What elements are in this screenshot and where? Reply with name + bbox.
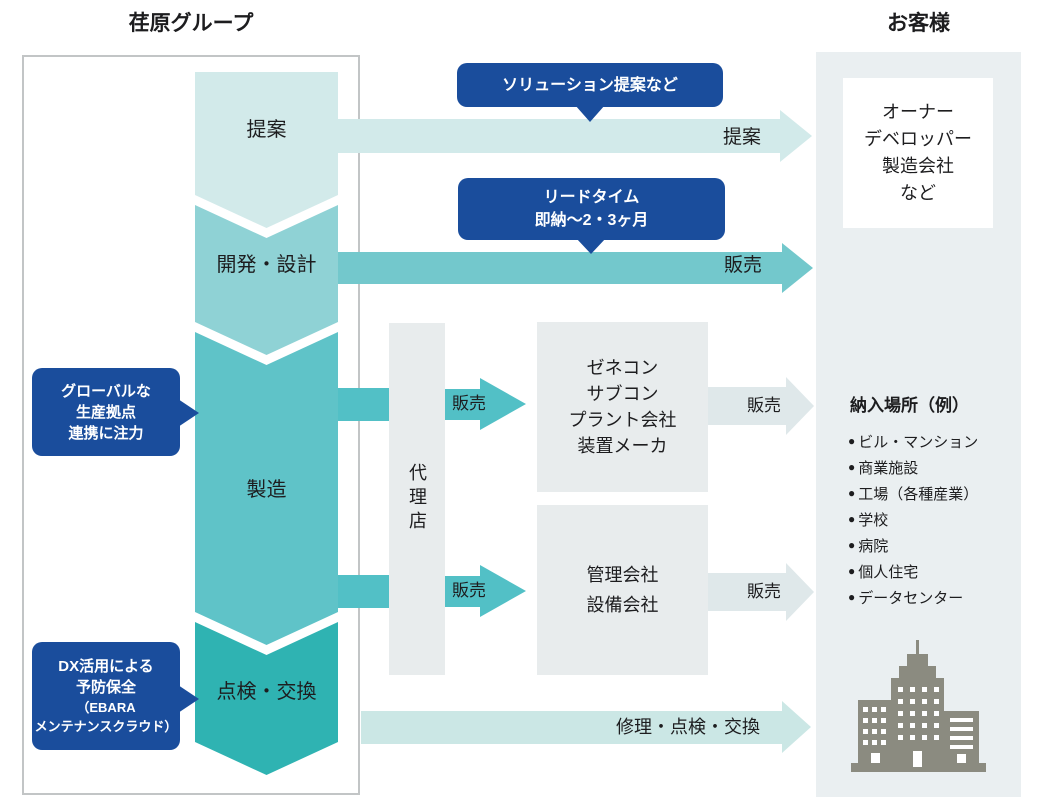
- delivery-item-label: 商業施設: [858, 459, 919, 477]
- solution-callout-pointer: [575, 105, 605, 122]
- delivery-item-label: 個人住宅: [858, 563, 919, 581]
- owner-box: オーナー デベロッパー 製造会社 など: [843, 78, 993, 228]
- delivery-item-label: 病院: [858, 537, 889, 555]
- bullet-icon: ●: [848, 460, 856, 474]
- dx-callout-line1: DX活用による: [58, 658, 154, 675]
- sales-agency-top-arrow: [445, 378, 526, 430]
- contractor-line1: ゼネコン: [586, 358, 659, 378]
- contractor-line4: 装置メーカ: [577, 436, 668, 456]
- delivery-item: ● データセンター: [848, 584, 978, 610]
- proposal-arrow-label: 提案: [722, 127, 761, 148]
- group-title-ebara: 荏原グループ: [128, 12, 254, 35]
- global-callout: グローバルな 生産拠点 連携に注力: [32, 368, 180, 456]
- process-chevron-inspection: [195, 622, 338, 775]
- sales-customer-top-label: 販売: [747, 396, 781, 415]
- agency-label: 代理店: [407, 463, 427, 535]
- step-label-inspection: 点検・交換: [216, 681, 317, 703]
- process-chevron-development: [195, 205, 338, 355]
- bullet-icon: ●: [848, 434, 856, 448]
- sales-customer-bottom-label: 販売: [747, 582, 781, 601]
- delivery-item: ● ビル・マンション: [848, 428, 978, 454]
- management-line2: 設備会社: [586, 595, 659, 615]
- delivery-item: ● 病院: [848, 532, 978, 558]
- delivery-item-label: 学校: [858, 511, 889, 529]
- delivery-item-label: データセンター: [858, 589, 964, 607]
- management-box: 管理会社 設備会社: [537, 505, 708, 675]
- owner-line3: 製造会社: [882, 156, 954, 176]
- bullet-icon: ●: [848, 538, 856, 552]
- solution-callout: ソリューション提案など: [457, 63, 723, 107]
- leadtime-callout: リードタイム 即納〜2・3ヶ月: [458, 178, 725, 240]
- manufacturing-connector-top: [338, 388, 389, 421]
- solution-callout-text: ソリューション提案など: [502, 76, 678, 94]
- leadtime-callout-line1: リードタイム: [543, 189, 640, 206]
- group-title-customer: お客様: [887, 12, 950, 35]
- delivery-item: ● 工場（各種産業）: [848, 480, 978, 506]
- building-icon: [851, 640, 986, 772]
- sales-agency-top-label: 販売: [452, 394, 486, 413]
- step-label-proposal: 提案: [246, 119, 287, 141]
- contractor-line3: プラント会社: [568, 410, 677, 430]
- step-label-development: 開発・設計: [216, 254, 317, 276]
- manufacturing-connector-bottom: [338, 575, 389, 608]
- dx-callout-line2: 予防保全: [75, 679, 136, 696]
- delivery-heading: 納入場所（例）: [850, 396, 969, 415]
- step-label-manufacturing: 製造: [246, 479, 287, 501]
- leadtime-callout-line2: 即納〜2・3ヶ月: [534, 212, 649, 229]
- bullet-icon: ●: [848, 512, 856, 526]
- agency-box: 代理店: [389, 323, 445, 675]
- global-callout-line1: グローバルな: [61, 382, 151, 400]
- leadtime-callout-pointer: [576, 238, 606, 254]
- global-callout-line2: 生産拠点: [75, 403, 136, 421]
- delivery-item: ● 商業施設: [848, 454, 978, 480]
- proposal-arrow: [338, 110, 812, 162]
- owner-line4: など: [900, 183, 936, 203]
- owner-line1: オーナー: [882, 102, 954, 122]
- delivery-item-label: 工場（各種産業）: [858, 485, 979, 503]
- dx-callout-line4: メンテナンスクラウド）: [34, 719, 178, 734]
- delivery-item: ● 学校: [848, 506, 978, 532]
- repair-arrow-label: 修理・点検・交換: [616, 717, 760, 737]
- global-callout-line3: 連携に注力: [68, 424, 144, 442]
- sales-customer-bottom-arrow: [708, 563, 814, 621]
- sales-customer-top-arrow: [708, 377, 814, 435]
- dx-callout-line3: （EBARA: [76, 700, 136, 715]
- bullet-icon: ●: [848, 564, 856, 578]
- bullet-icon: ●: [848, 590, 856, 604]
- sales-agency-bottom-label: 販売: [452, 581, 486, 600]
- management-line1: 管理会社: [586, 565, 659, 585]
- dx-callout-pointer: [178, 685, 199, 713]
- contractor-box: ゼネコン サブコン プラント会社 装置メーカ: [537, 322, 708, 492]
- sales-agency-bottom-arrow: [445, 565, 526, 617]
- repair-arrow: [361, 701, 811, 753]
- dx-callout: DX活用による 予防保全 （EBARA メンテナンスクラウド）: [32, 642, 180, 750]
- global-callout-pointer: [178, 399, 199, 427]
- bullet-icon: ●: [848, 486, 856, 500]
- delivery-item: ● 個人住宅: [848, 558, 978, 584]
- delivery-list: ● ビル・マンション ● 商業施設 ● 工場（各種産業） ● 学校 ● 病院 ●…: [848, 428, 978, 610]
- contractor-line2: サブコン: [586, 384, 659, 404]
- delivery-item-label: ビル・マンション: [858, 433, 979, 451]
- sales-development-arrow: [338, 243, 813, 293]
- sales-development-label: 販売: [723, 255, 762, 276]
- process-chevron-proposal: [195, 72, 338, 228]
- process-chevron-manufacturing: [195, 332, 338, 645]
- owner-line2: デベロッパー: [864, 129, 972, 149]
